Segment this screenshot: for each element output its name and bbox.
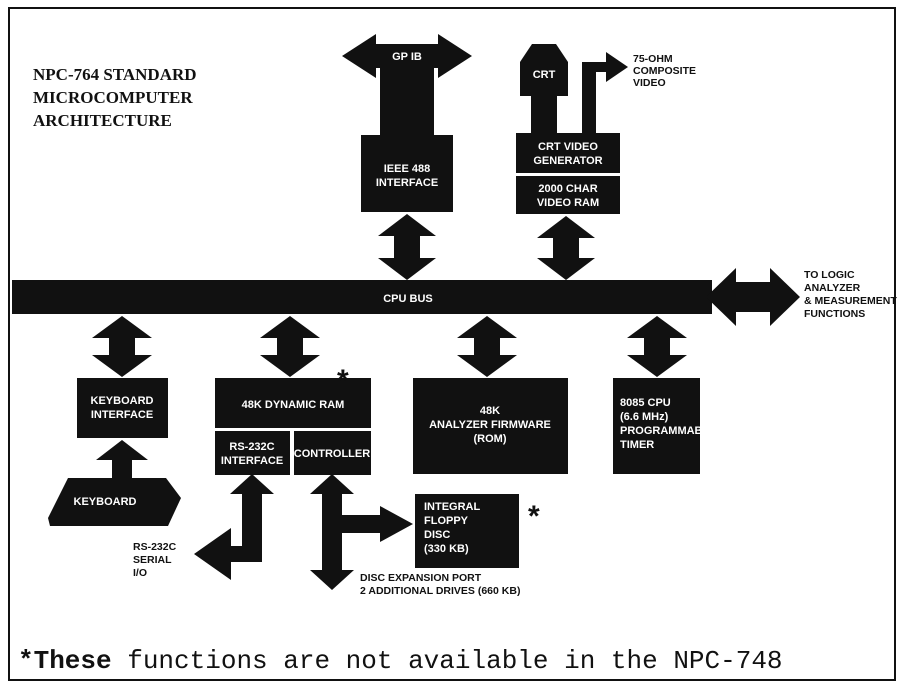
logic-label-2: ANALYZER bbox=[804, 282, 861, 294]
ieee-label-1: IEEE 488 bbox=[384, 163, 430, 175]
video-label-1: 75-OHM bbox=[633, 53, 673, 65]
video-label-3: VIDEO bbox=[633, 77, 666, 89]
serial-label-1: RS-232C bbox=[133, 541, 177, 553]
rs232-interface-block: RS-232C INTERFACE bbox=[215, 431, 290, 475]
rs232-if-label-2: INTERFACE bbox=[221, 455, 283, 467]
logic-analyzer-arrow bbox=[706, 268, 800, 326]
floppy-asterisk: * bbox=[528, 500, 540, 533]
cpu-label-1: 8085 CPU bbox=[620, 397, 671, 409]
controller-label: CONTROLLER bbox=[294, 448, 370, 460]
video-label-2: COMPOSITE bbox=[633, 65, 696, 77]
rs232-if-label-1: RS-232C bbox=[229, 441, 274, 453]
serial-label-3: I/O bbox=[133, 567, 147, 579]
ieee-488-interface-block: IEEE 488 INTERFACE bbox=[361, 135, 453, 212]
crt-monitor: CRT bbox=[520, 44, 568, 134]
diagram-frame bbox=[8, 7, 896, 681]
floppy-label-2: FLOPPY bbox=[424, 515, 469, 527]
firmware-label-3: (ROM) bbox=[474, 433, 507, 445]
cpu-label-4: TIMER bbox=[620, 439, 654, 451]
logic-label-1: TO LOGIC bbox=[804, 269, 855, 281]
expansion-port-label: DISC EXPANSION PORT 2 ADDITIONAL DRIVES … bbox=[360, 572, 520, 597]
crt-video-generator-block: CRT VIDEO GENERATOR bbox=[516, 133, 620, 173]
firmware-label-1: 48K bbox=[480, 405, 500, 417]
cpu-block: 8085 CPU (6.6 MHz) PROGRAMMABLE TIMER bbox=[613, 378, 717, 474]
title-line-1: NPC-764 STANDARD bbox=[33, 65, 197, 84]
video-output-arrow bbox=[582, 52, 628, 134]
crt-gen-label-2: GENERATOR bbox=[533, 155, 602, 167]
dynamic-ram-block: 48K DYNAMIC RAM bbox=[215, 378, 371, 428]
footnote: *These functions are not available in th… bbox=[18, 646, 783, 676]
gpib-bus-arrow: GP IB bbox=[342, 34, 472, 136]
rs232-serial-arrow bbox=[194, 474, 274, 580]
dynamic-ram-asterisk: * bbox=[337, 364, 349, 397]
expansion-label-1: DISC EXPANSION PORT bbox=[360, 572, 482, 584]
disc-controller-arrows bbox=[310, 474, 413, 590]
floppy-label-4: (330 KB) bbox=[424, 543, 469, 555]
controller-block: CONTROLLER bbox=[294, 431, 371, 475]
ieee-label-2: INTERFACE bbox=[376, 177, 438, 189]
gpib-label: GP IB bbox=[392, 51, 422, 63]
firmware-bus-arrow bbox=[457, 316, 517, 377]
floppy-label-3: DISC bbox=[424, 529, 450, 541]
ram-bus-arrow bbox=[260, 316, 320, 377]
expansion-label-2: 2 ADDITIONAL DRIVES (660 KB) bbox=[360, 585, 520, 597]
analyzer-firmware-block: 48K ANALYZER FIRMWARE (ROM) bbox=[413, 378, 568, 474]
footnote-bold: *These bbox=[18, 646, 112, 676]
firmware-label-2: ANALYZER FIRMWARE bbox=[429, 419, 551, 431]
video-ram-label-1: 2000 CHAR bbox=[538, 183, 597, 195]
kbd-if-label-2: INTERFACE bbox=[91, 409, 153, 421]
cpu-bus-arrow bbox=[627, 316, 687, 377]
kbd-if-label-1: KEYBOARD bbox=[91, 395, 154, 407]
keyboard-bus-arrow bbox=[92, 316, 152, 377]
video-ram-label-2: VIDEO RAM bbox=[537, 197, 599, 209]
logic-label-4: FUNCTIONS bbox=[804, 308, 865, 320]
crt-label: CRT bbox=[533, 69, 556, 81]
title-line-2: MICROCOMPUTER bbox=[33, 88, 193, 107]
footnote-rest: functions are not available in the NPC-7… bbox=[112, 646, 783, 676]
cpu-label-2: (6.6 MHz) bbox=[620, 411, 669, 423]
cpu-label-3: PROGRAMMABLE bbox=[620, 425, 717, 437]
cpu-bus-label: CPU BUS bbox=[383, 293, 433, 305]
serial-io-label: RS-232C SERIAL I/O bbox=[133, 541, 177, 579]
cpu-bus: CPU BUS bbox=[12, 280, 712, 314]
serial-label-2: SERIAL bbox=[133, 554, 172, 566]
video-ram-bus-arrow bbox=[537, 216, 595, 280]
keyboard-label: KEYBOARD bbox=[74, 496, 137, 508]
crt-gen-label-1: CRT VIDEO bbox=[538, 141, 598, 153]
diagram-title: NPC-764 STANDARD MICROCOMPUTER ARCHITECT… bbox=[33, 65, 197, 130]
video-ram-block: 2000 CHAR VIDEO RAM bbox=[516, 176, 620, 214]
title-line-3: ARCHITECTURE bbox=[33, 111, 172, 130]
dynamic-ram-label: 48K DYNAMIC RAM bbox=[242, 399, 345, 411]
ieee-bus-arrow bbox=[378, 214, 436, 280]
floppy-disc-block: INTEGRAL FLOPPY DISC (330 KB) bbox=[415, 494, 519, 568]
logic-analyzer-label: TO LOGIC ANALYZER & MEASUREMENT FUNCTION… bbox=[804, 269, 897, 320]
keyboard-interface-block: KEYBOARD INTERFACE bbox=[77, 378, 168, 438]
keyboard-up-arrow bbox=[96, 440, 148, 480]
logic-label-3: & MEASUREMENT bbox=[804, 295, 897, 307]
floppy-label-1: INTEGRAL bbox=[424, 501, 481, 513]
video-output-label: 75-OHM COMPOSITE VIDEO bbox=[633, 53, 696, 89]
keyboard-device: KEYBOARD bbox=[48, 478, 181, 526]
